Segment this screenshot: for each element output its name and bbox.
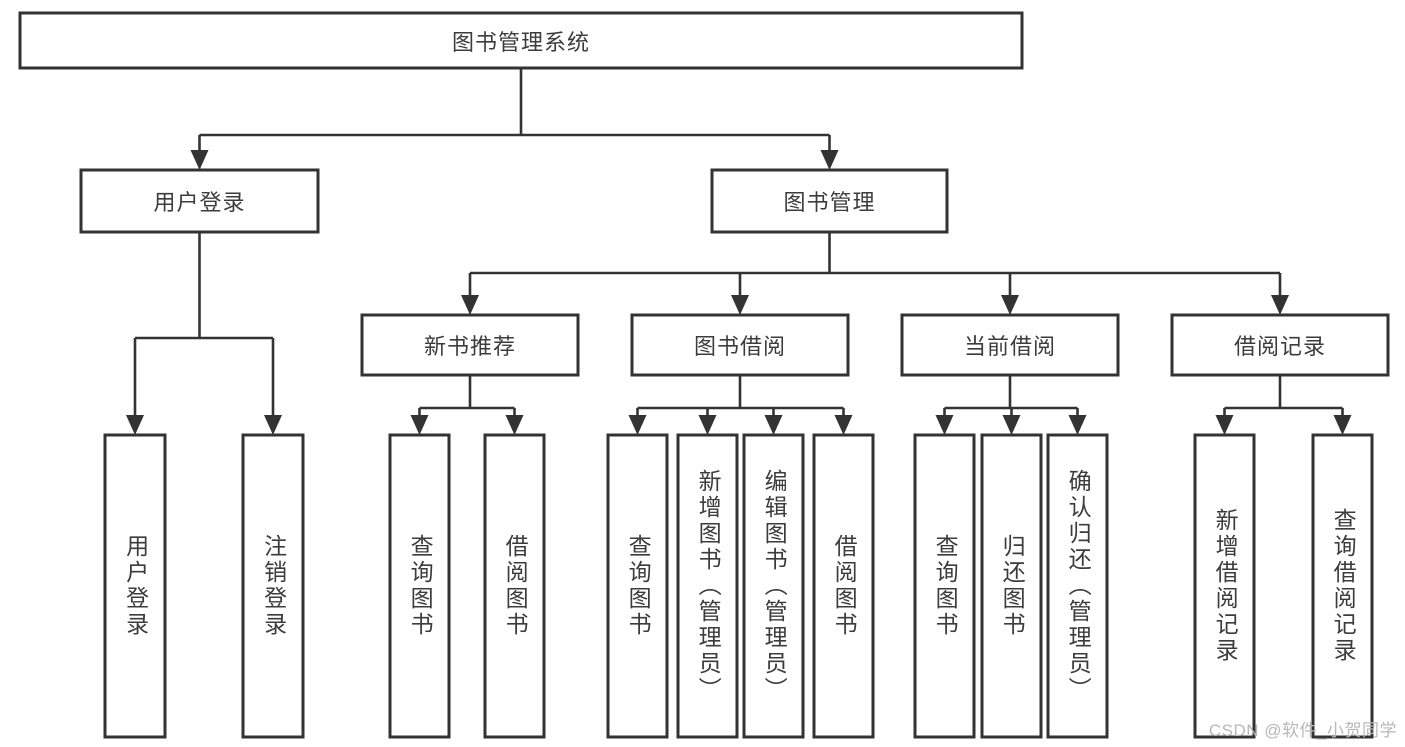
arrowhead-user-login [190,150,209,170]
arrowhead-leaf-user-login [126,415,144,435]
arrowhead-leaf-add-book [698,415,717,435]
node-box-book-borrow[interactable] [630,313,850,377]
arrowhead-leaf-return-book [1002,415,1021,435]
node-box-leaf-add-book[interactable] [676,433,739,739]
arrowhead-leaf-confirm-return [1068,415,1087,435]
node-box-new-book-rec[interactable] [360,313,580,377]
node-box-book-manage[interactable] [710,168,949,234]
arrowhead-leaf-query-book-1 [410,415,429,435]
node-box-leaf-query-book-3[interactable] [913,433,976,739]
node-box-leaf-query-book-1[interactable] [388,433,451,739]
arrowhead-new-book-rec [461,295,479,315]
node-box-leaf-return-book[interactable] [980,433,1043,739]
connector-layer [126,68,1352,435]
arrowhead-book-manage [820,150,839,170]
node-box-leaf-borrow-book-2[interactable] [812,433,875,739]
arrowhead-leaf-query-record [1333,415,1352,435]
node-box-leaf-confirm-return[interactable] [1046,433,1109,739]
arrowhead-leaf-add-record [1215,415,1234,435]
node-box-leaf-logout[interactable] [241,433,305,739]
arrowhead-leaf-logout [264,415,282,435]
arrowhead-leaf-borrow-book-2 [834,415,853,435]
arrowhead-leaf-query-book-3 [935,415,954,435]
node-layer [18,11,1390,739]
node-box-leaf-edit-book[interactable] [742,433,805,739]
node-box-root[interactable] [18,11,1024,70]
arrowhead-leaf-query-book-2 [628,415,647,435]
node-box-user-login[interactable] [79,168,320,234]
node-box-leaf-query-book-2[interactable] [606,433,669,739]
node-box-leaf-query-record[interactable] [1311,433,1374,739]
arrowhead-leaf-borrow-book-1 [505,415,524,435]
arrowhead-borrow-record [1271,295,1289,315]
arrowhead-leaf-edit-book [764,415,783,435]
node-box-leaf-borrow-book-1[interactable] [483,433,546,739]
arrowhead-book-borrow [731,295,749,315]
node-box-current-borrow[interactable] [900,313,1120,377]
node-box-borrow-record[interactable] [1170,313,1390,377]
node-box-leaf-add-record[interactable] [1193,433,1256,739]
arrowhead-current-borrow [1001,295,1019,315]
node-box-leaf-user-login[interactable] [103,433,167,739]
